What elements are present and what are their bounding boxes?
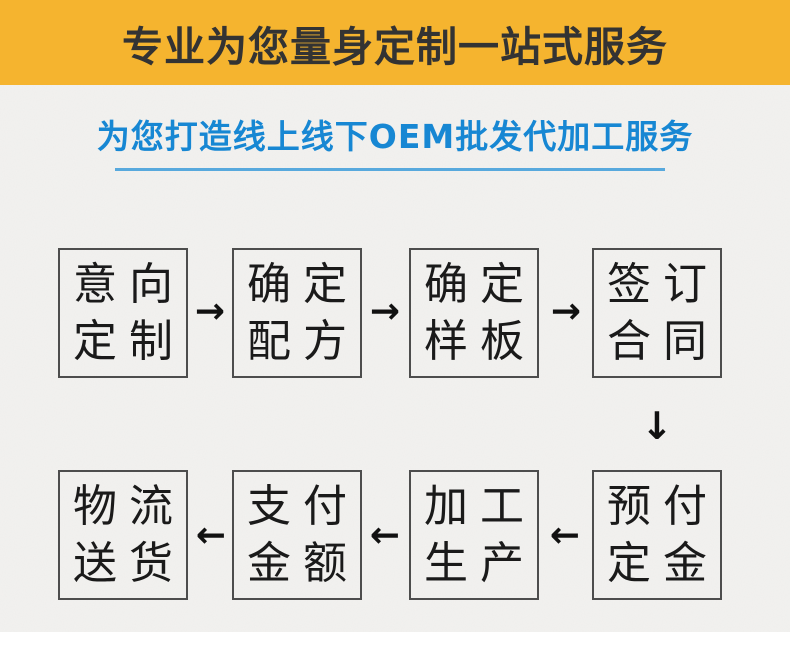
banner: 专业为您量身定制一站式服务 — [0, 0, 790, 85]
arrow-left-icon: ← — [369, 515, 401, 556]
flow-step-line: 合同 — [607, 316, 719, 367]
flow-step-line: 定制 — [73, 316, 185, 367]
arrow-down-icon: ↓ — [641, 404, 673, 448]
background-noise-texture — [0, 85, 790, 632]
arrow-left-icon: ← — [549, 515, 581, 556]
arrow-left-icon: ← — [195, 515, 227, 556]
flow-step-logistics-delivery: 物流 送货 — [58, 470, 188, 600]
flow-step-line: 样板 — [424, 316, 536, 367]
flow-step-line: 配方 — [247, 316, 359, 367]
textured-background — [0, 85, 790, 632]
flow-step-prepay-deposit: 预付 定金 — [592, 470, 722, 600]
arrow-right-icon: → — [194, 291, 226, 332]
flow-step-sign-contract: 签订 合同 — [592, 248, 722, 378]
flow-step-line: 物流 — [73, 481, 185, 532]
flow-step-line: 签订 — [607, 259, 719, 310]
subtitle-section: 为您打造线上线下OEM批发代加工服务 — [0, 110, 790, 158]
flow-step-line: 确定 — [247, 259, 359, 310]
flow-step-line: 金额 — [247, 538, 359, 589]
flow-step-processing-production: 加工 生产 — [409, 470, 539, 600]
arrow-right-icon: → — [550, 291, 582, 332]
flow-step-line: 支付 — [247, 481, 359, 532]
subtitle-underline — [115, 168, 665, 171]
subtitle-text: 为您打造线上线下OEM批发代加工服务 — [96, 117, 694, 156]
flow-step-intent-customization: 意向 定制 — [58, 248, 188, 378]
footer-white-strip — [0, 632, 790, 648]
flow-step-line: 意向 — [73, 259, 185, 310]
flow-step-confirm-formula: 确定 配方 — [232, 248, 362, 378]
flow-step-line: 送货 — [73, 538, 185, 589]
flow-step-pay-amount: 支付 金额 — [232, 470, 362, 600]
flow-step-line: 预付 — [607, 481, 719, 532]
flow-step-line: 定金 — [607, 538, 719, 589]
flow-step-line: 加工 — [424, 481, 536, 532]
flow-step-line: 确定 — [424, 259, 536, 310]
flow-step-line: 生产 — [424, 538, 536, 589]
flow-step-confirm-sample: 确定 样板 — [409, 248, 539, 378]
arrow-right-icon: → — [369, 291, 401, 332]
banner-title: 专业为您量身定制一站式服务 — [122, 22, 668, 71]
